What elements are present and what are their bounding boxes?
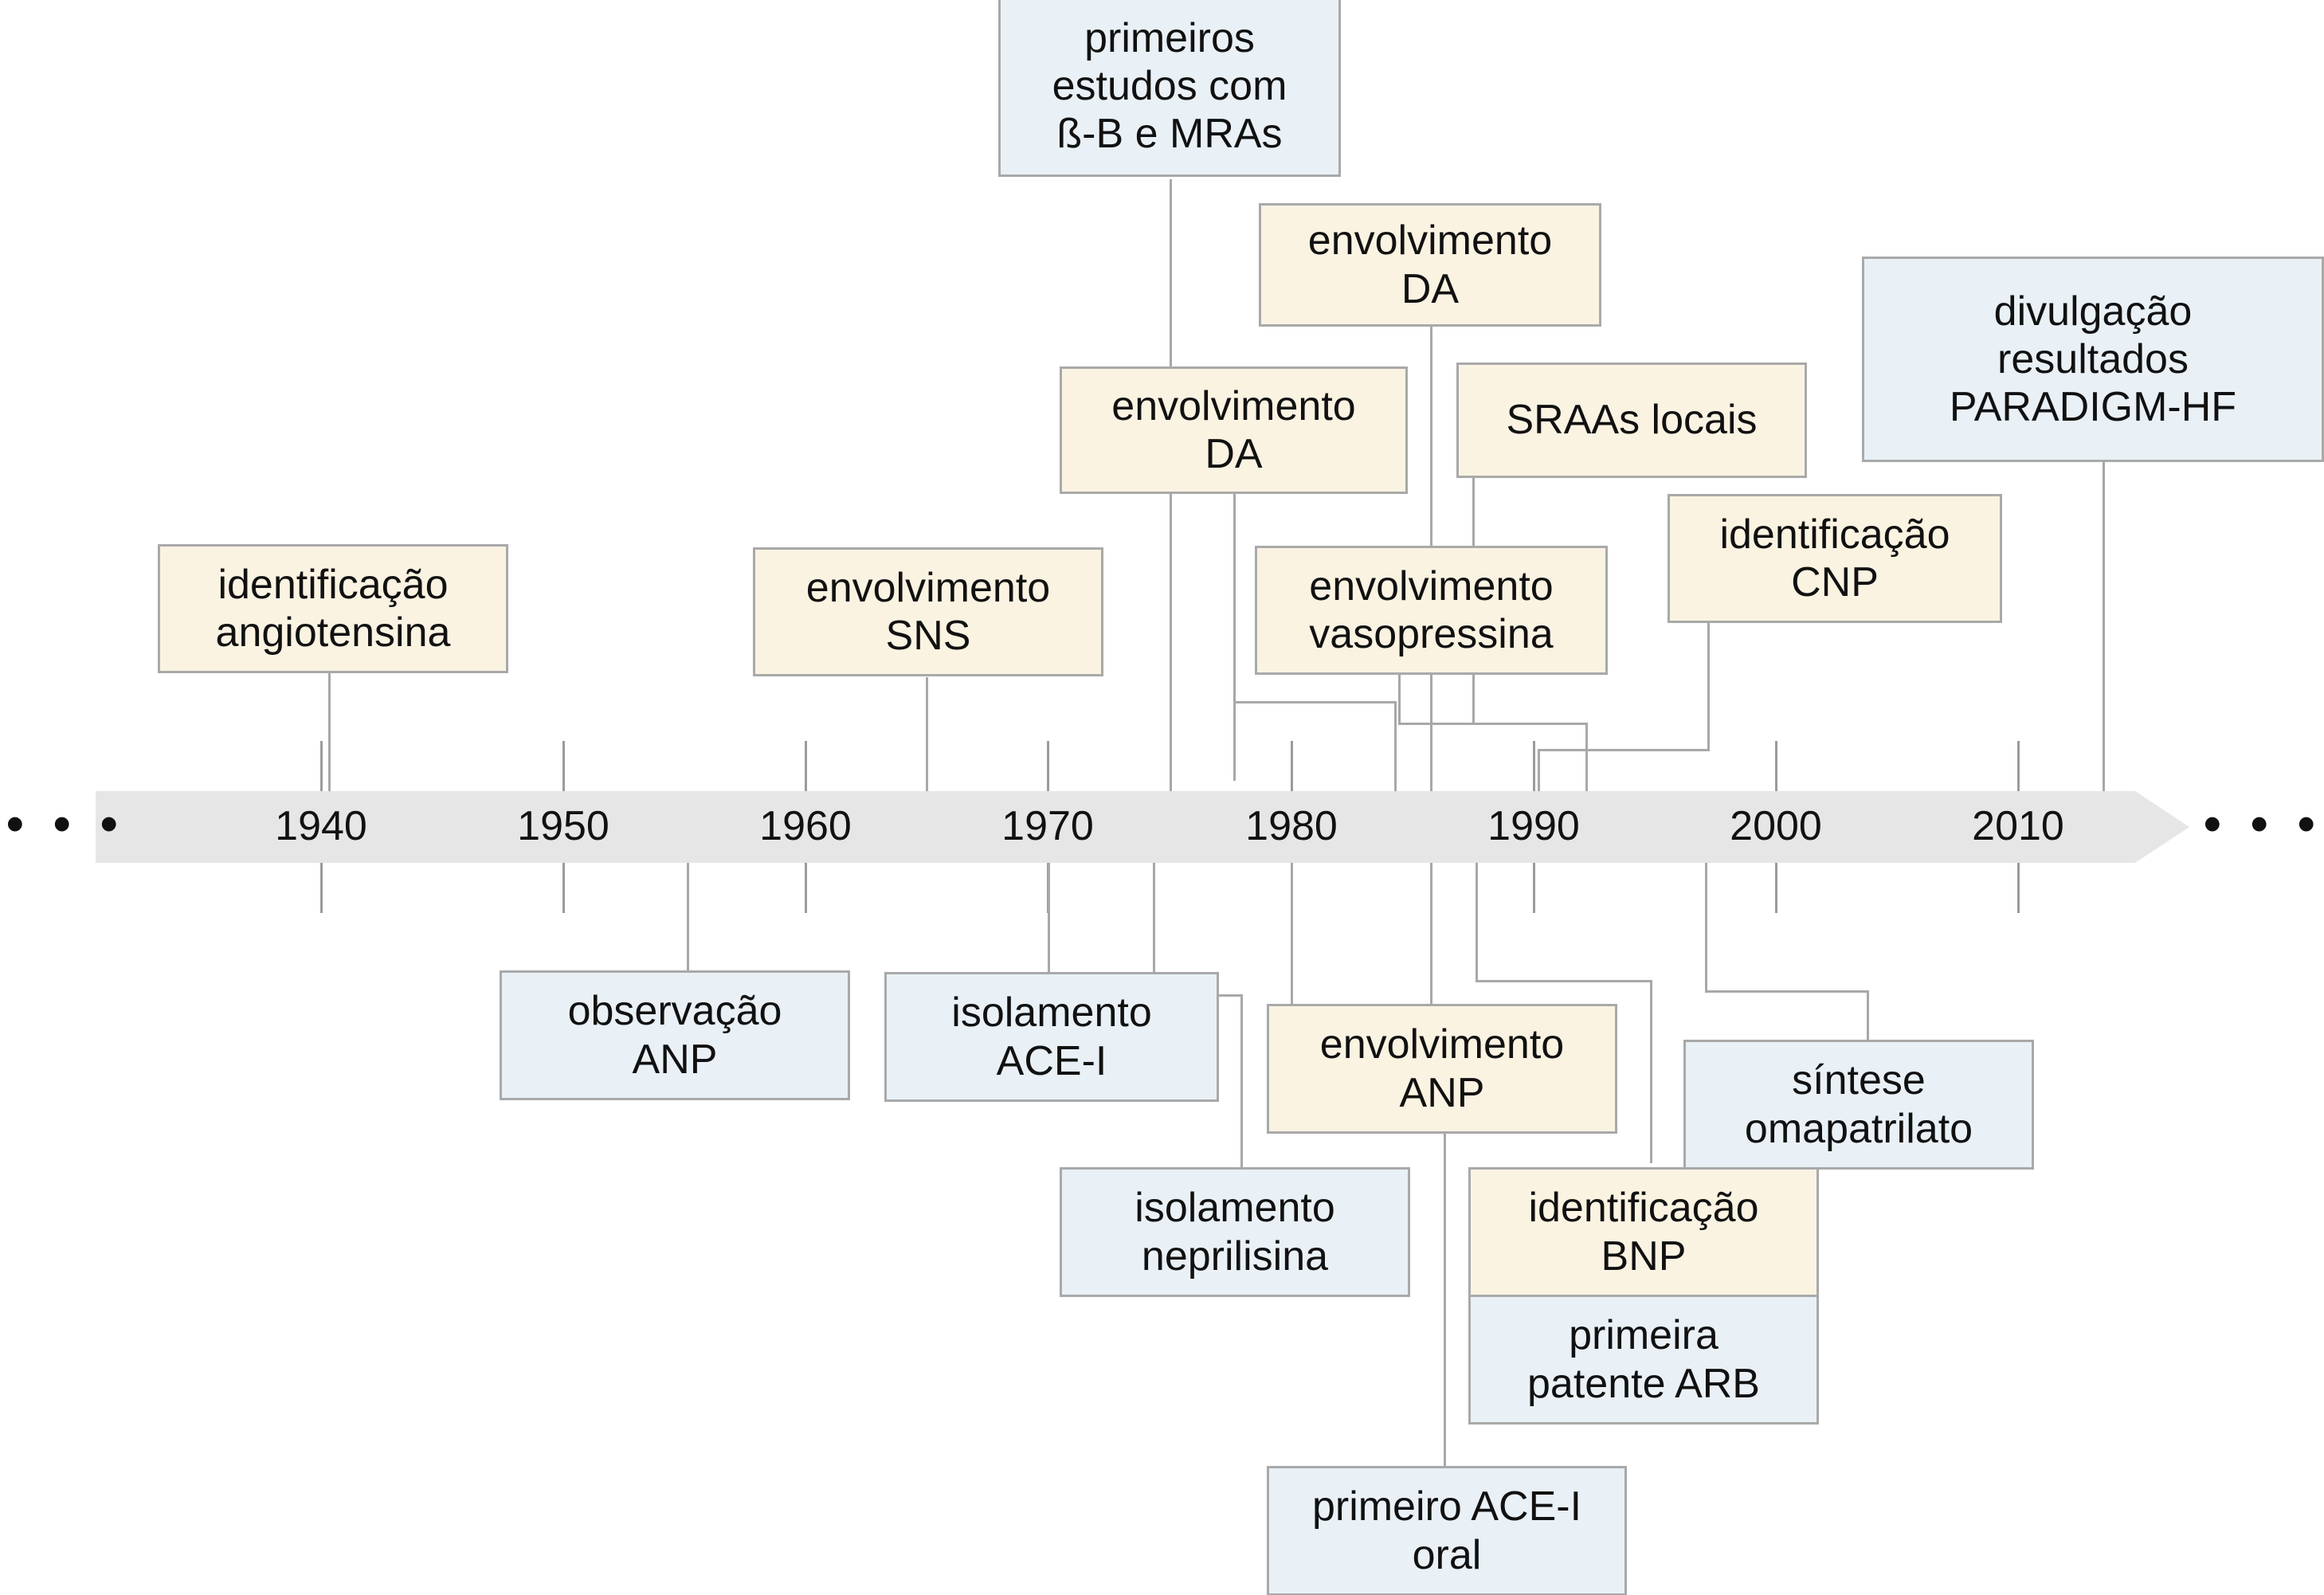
tick-mark-1960-bottom — [805, 863, 807, 913]
connector-envolvimento-da-lower-c — [1394, 701, 1397, 793]
connector-sraas-locais-b — [1472, 723, 1588, 725]
connector-sintese-omapatrilato-b — [1705, 990, 1869, 993]
tick-label-2000: 2000 — [1730, 803, 1822, 849]
connector-ident-cnp-b — [1538, 749, 1710, 751]
connector-ident-cnp-a — [1707, 542, 1710, 750]
event-box-isolamento-neprilisina[interactable]: isolamento neprilisina — [1060, 1167, 1410, 1297]
connector-observacao-anp — [687, 863, 689, 973]
tick-mark-2010-top — [2017, 741, 2020, 791]
tick-label-1980: 1980 — [1245, 803, 1338, 849]
connector-isolamento-neprilisina-a — [1153, 863, 1155, 997]
connector-envolvimento-vasopressina-c — [1398, 723, 1474, 725]
event-box-ident-angiotensina[interactable]: identificação angiotensina — [158, 544, 508, 673]
tick-mark-1980-top — [1291, 741, 1293, 791]
timeline-left-ellipsis: • • • — [6, 797, 126, 852]
tick-mark-2000-bottom — [1775, 863, 1777, 913]
connector-isolamento-ace-i — [1048, 863, 1050, 973]
tick-mark-2010-bottom — [2017, 863, 2020, 913]
tick-label-2010: 2010 — [1972, 803, 2064, 849]
event-box-ident-cnp[interactable]: identificação CNP — [1668, 494, 2002, 623]
connector-sintese-omapatrilato-a — [1705, 863, 1707, 993]
event-box-primeira-patente-arb[interactable]: primeira patente ARB — [1468, 1295, 1819, 1425]
tick-mark-1990-bottom — [1533, 863, 1535, 913]
event-box-sraas-locais[interactable]: SRAAs locais — [1456, 362, 1807, 478]
event-box-isolamento-ace-i[interactable]: isolamento ACE-I — [884, 972, 1219, 1102]
connector-primeiro-ace-i-oral-c — [1444, 1107, 1446, 1466]
event-box-envolvimento-sns[interactable]: envolvimento SNS — [753, 547, 1103, 676]
connector-paradigm-hf — [2103, 462, 2105, 793]
event-box-ident-bnp[interactable]: identificação BNP — [1468, 1167, 1819, 1297]
event-box-observacao-anp[interactable]: observação ANP — [500, 970, 850, 1100]
tick-mark-2000-top — [1775, 741, 1777, 791]
tick-label-1970: 1970 — [1001, 803, 1094, 849]
connector-envolvimento-sns — [926, 677, 928, 793]
tick-label-1960: 1960 — [759, 803, 852, 849]
event-box-envolvimento-da-upper[interactable]: envolvimento DA — [1259, 203, 1601, 327]
event-box-envolvimento-vasopressina[interactable]: envolvimento vasopressina — [1255, 546, 1608, 675]
connector-ident-bnp-c — [1650, 980, 1652, 1163]
connector-envolvimento-da-lower-a — [1233, 494, 1236, 701]
timeline-right-ellipsis: • • • — [2204, 797, 2323, 852]
tick-mark-1940-bottom — [320, 863, 323, 913]
connector-ident-angiotensina — [328, 673, 331, 793]
connector-sraas-locais-c — [1585, 723, 1588, 793]
tick-mark-1950-top — [562, 741, 565, 791]
event-box-beta-b-mras[interactable]: primeiros estudos com ß-B e MRAs — [998, 0, 1341, 177]
timeline-arrow-head-icon — [2135, 791, 2189, 863]
connector-ident-bnp-a — [1476, 863, 1478, 982]
tick-mark-1970-top — [1047, 741, 1049, 791]
event-box-primeiro-ace-i-oral[interactable]: primeiro ACE-I oral — [1267, 1466, 1627, 1595]
event-box-envolvimento-da-lower[interactable]: envolvimento DA — [1060, 366, 1408, 494]
connector-ident-bnp-b — [1476, 980, 1652, 982]
tick-mark-1960-top — [805, 741, 807, 791]
connector-envolvimento-da-lower-b — [1233, 701, 1397, 703]
connector-primeiro-ace-i-oral-a — [1291, 863, 1293, 1110]
tick-label-1940: 1940 — [275, 803, 367, 849]
connector-envolvimento-anp — [1430, 863, 1432, 1006]
event-box-sintese-omapatrilato[interactable]: síntese omapatrilato — [1683, 1040, 2034, 1170]
event-box-envolvimento-anp[interactable]: envolvimento ANP — [1267, 1004, 1617, 1134]
tick-label-1950: 1950 — [517, 803, 609, 849]
tick-mark-1990-top — [1533, 741, 1535, 791]
timeline-bar — [96, 791, 2135, 863]
event-box-paradigm-hf[interactable]: divulgação resultados PARADIGM-HF — [1862, 257, 2324, 462]
tick-label-1990: 1990 — [1487, 803, 1580, 849]
tick-mark-1950-bottom — [562, 863, 565, 913]
connector-isolamento-neprilisina-c — [1240, 994, 1243, 1170]
connector-envolvimento-vasopressina-a — [1233, 677, 1236, 781]
connector-ident-cnp-c — [1538, 749, 1540, 793]
tick-mark-1940-top — [320, 741, 323, 791]
